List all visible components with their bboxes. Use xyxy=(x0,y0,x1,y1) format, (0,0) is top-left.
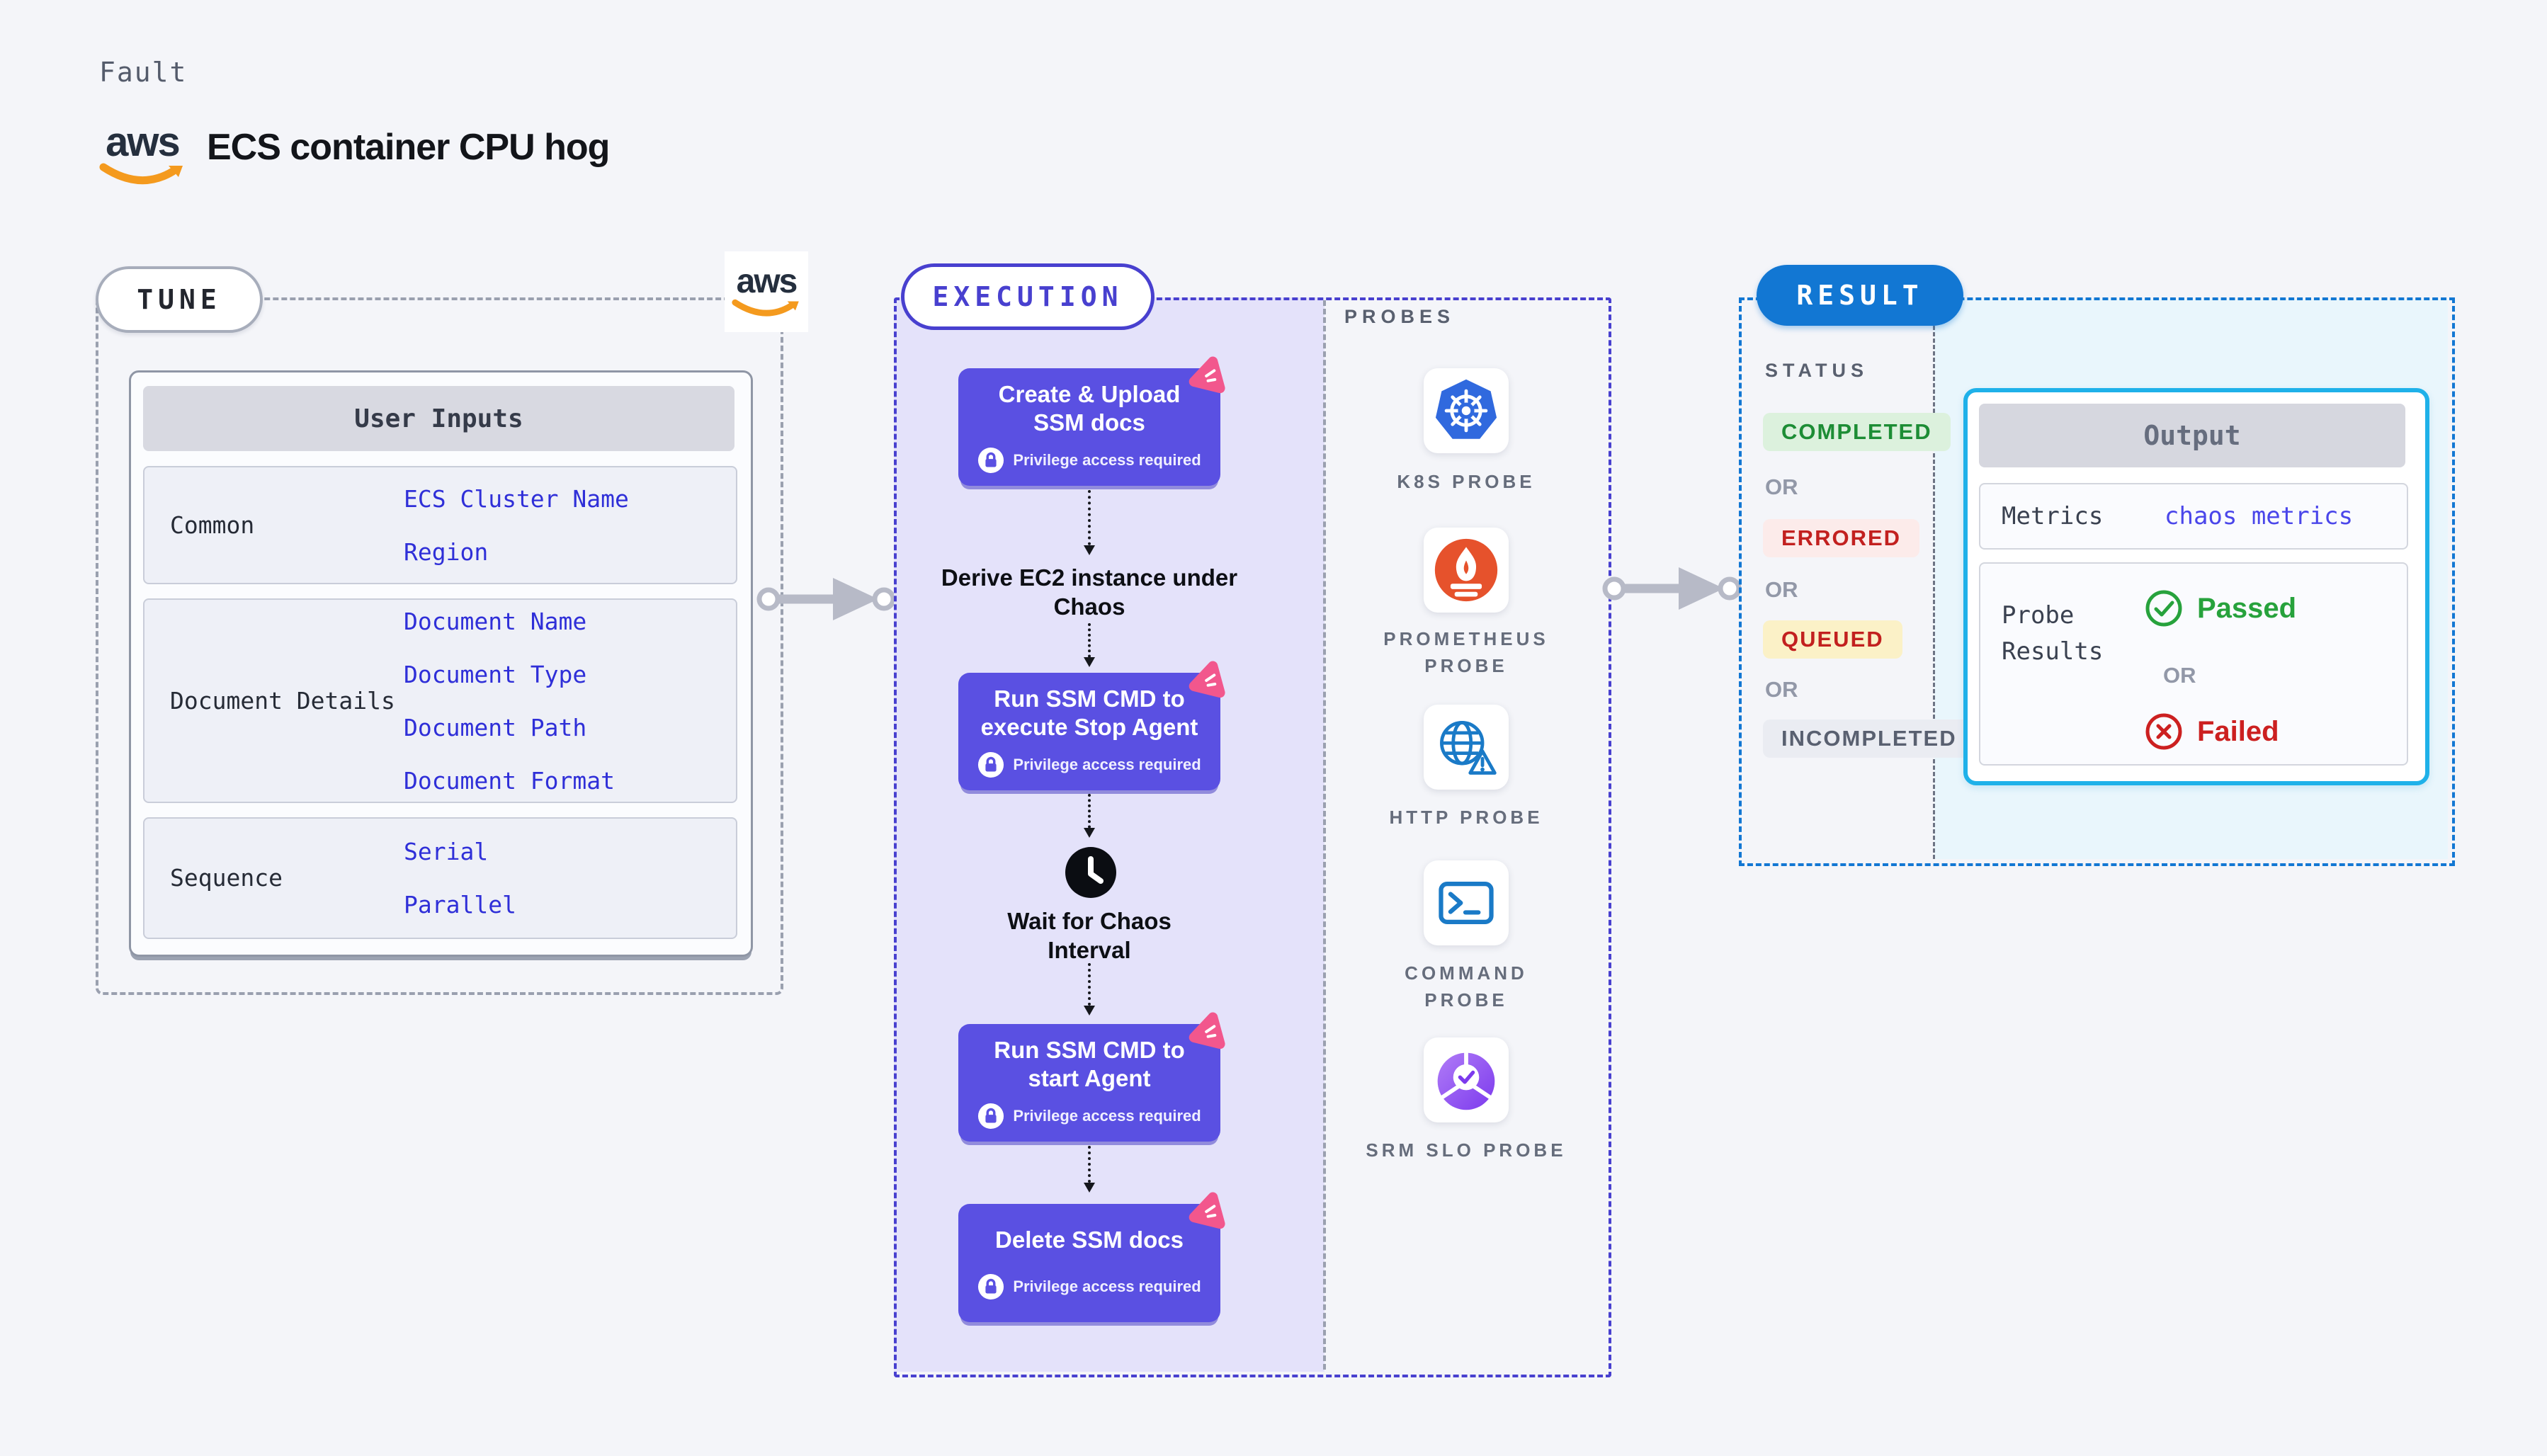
status-title: STATUS xyxy=(1765,360,1868,381)
input-document-format[interactable]: Document Format xyxy=(404,766,616,795)
aws-corner-logo: aws xyxy=(725,251,808,332)
flow-arrow-icon xyxy=(1084,963,1095,1016)
chaos-experiment-icon xyxy=(1189,1192,1225,1229)
probe-http[interactable] xyxy=(1424,705,1509,790)
metrics-label: Metrics xyxy=(2002,502,2104,530)
lock-icon xyxy=(978,752,1004,778)
input-document-type[interactable]: Document Type xyxy=(404,660,587,688)
chaos-experiment-icon xyxy=(1189,356,1225,394)
result-section-frame xyxy=(1739,297,2455,866)
probe-srm-slo[interactable] xyxy=(1424,1037,1509,1122)
step-delete-ssm-docs[interactable]: Delete SSM docs Privilege access require… xyxy=(958,1192,1225,1322)
page-title: ECS container CPU hog xyxy=(207,127,610,168)
or-label: OR xyxy=(1765,577,1798,602)
result-badge: RESULT xyxy=(1757,265,1963,326)
status-badge-errored: ERRORED xyxy=(1763,519,1920,557)
aws-logo: aws xyxy=(99,122,186,187)
lock-icon xyxy=(978,1273,1004,1299)
or-label: OR xyxy=(1765,474,1798,499)
aws-logo-text: aws xyxy=(106,119,181,165)
input-sequence-serial[interactable]: Serial xyxy=(404,838,489,865)
user-inputs-row-common: Common ECS Cluster Name Region xyxy=(143,466,737,584)
flow-arrow-icon xyxy=(1084,623,1095,667)
metrics-value[interactable]: chaos metrics xyxy=(2165,502,2354,530)
step-derive-ec2-instance: Derive EC2 instance under Chaos xyxy=(941,564,1238,620)
check-circle-icon xyxy=(2145,590,2182,627)
clock-icon xyxy=(1065,847,1116,898)
tune-to-execution-arrow-icon xyxy=(756,578,896,620)
or-label: OR xyxy=(2163,663,2196,688)
aws-smile-icon xyxy=(99,163,183,185)
or-label: OR xyxy=(1765,677,1798,702)
row-label: Common xyxy=(170,511,255,539)
page-kicker: Fault xyxy=(99,57,188,88)
lock-icon xyxy=(978,448,1004,474)
probe-result-passed: Passed xyxy=(2197,592,2297,624)
step-title: Create & Upload SSM docs xyxy=(998,380,1181,436)
input-region[interactable]: Region xyxy=(404,538,489,566)
aws-smile-icon xyxy=(732,299,799,317)
privilege-note: Privilege access required xyxy=(1013,1277,1201,1295)
execution-to-result-arrow-icon xyxy=(1602,567,1742,610)
aws-logo-text: aws xyxy=(736,263,798,300)
http-globe-icon xyxy=(1440,721,1497,775)
prometheus-icon xyxy=(1434,538,1498,602)
user-inputs-title: User Inputs xyxy=(143,386,734,451)
tune-section-frame xyxy=(96,297,783,995)
x-circle-icon xyxy=(2145,713,2182,750)
user-inputs-row-document-details: Document Details Document Name Document … xyxy=(143,598,737,803)
probe-command[interactable] xyxy=(1424,860,1509,945)
input-document-name[interactable]: Document Name xyxy=(404,607,587,635)
k8s-icon xyxy=(1435,379,1497,439)
step-run-ssm-cmd-stop-agent[interactable]: Run SSM CMD to execute Stop Agent Privil… xyxy=(958,661,1225,790)
output-probe-results-row: Probe Results Passed OR Failed xyxy=(1979,562,2408,766)
probe-label: PROMETHEUS PROBE xyxy=(1383,628,1549,676)
input-ecs-cluster-name[interactable]: ECS Cluster Name xyxy=(404,484,629,513)
probe-label: HTTP PROBE xyxy=(1389,807,1543,828)
flow-arrow-icon xyxy=(1084,794,1095,838)
output-metrics-row: Metrics chaos metrics xyxy=(1979,483,2408,550)
step-wait-for-chaos-interval: Wait for Chaos Interval xyxy=(1007,908,1172,964)
probe-k8s[interactable] xyxy=(1424,368,1509,453)
privilege-note: Privilege access required xyxy=(1013,1107,1201,1125)
lock-icon xyxy=(978,1103,1004,1130)
privilege-note: Privilege access required xyxy=(1013,756,1201,774)
row-label: Document Details xyxy=(170,686,395,715)
step-title: Run SSM CMD to execute Stop Agent xyxy=(980,685,1198,740)
probe-label: K8S PROBE xyxy=(1397,471,1536,492)
probe-label: COMMAND PROBE xyxy=(1405,962,1528,1011)
flow-arrow-icon xyxy=(1084,490,1095,555)
srm-slo-icon xyxy=(1437,1050,1495,1110)
execution-badge: EXECUTION xyxy=(901,263,1155,330)
row-label: Sequence xyxy=(170,864,283,892)
result-divider xyxy=(1933,300,1935,859)
privilege-note: Privilege access required xyxy=(1013,451,1201,470)
probe-results-label: Probe Results xyxy=(2002,601,2104,666)
status-badge-incompleted: INCOMPLETED xyxy=(1763,720,1975,758)
user-inputs-row-sequence: Sequence Serial Parallel xyxy=(143,817,737,939)
probes-title: PROBES xyxy=(1344,306,1456,327)
input-document-path[interactable]: Document Path xyxy=(404,713,587,741)
chaos-experiment-icon xyxy=(1189,661,1225,698)
probe-result-failed: Failed xyxy=(2197,715,2279,747)
step-run-ssm-cmd-start-agent[interactable]: Run SSM CMD to start Agent Privilege acc… xyxy=(958,1012,1225,1142)
status-badge-completed: COMPLETED xyxy=(1763,413,1951,451)
input-sequence-parallel[interactable]: Parallel xyxy=(404,891,516,918)
output-title: Output xyxy=(1979,404,2405,467)
probes-divider xyxy=(1323,300,1326,1370)
step-title: Delete SSM docs xyxy=(995,1227,1184,1253)
flow-arrow-icon xyxy=(1084,1146,1095,1193)
execution-section-frame xyxy=(894,297,1611,1377)
command-terminal-icon xyxy=(1439,882,1494,924)
step-create-upload-ssm-docs[interactable]: Create & Upload SSM docs Privilege acces… xyxy=(958,356,1225,486)
probe-label: SRM SLO PROBE xyxy=(1366,1139,1567,1161)
chaos-experiment-icon xyxy=(1189,1012,1225,1050)
tune-badge: TUNE xyxy=(96,266,263,333)
probe-prometheus[interactable] xyxy=(1424,528,1509,613)
status-badge-queued: QUEUED xyxy=(1763,620,1902,659)
step-title: Run SSM CMD to start Agent xyxy=(994,1036,1185,1091)
